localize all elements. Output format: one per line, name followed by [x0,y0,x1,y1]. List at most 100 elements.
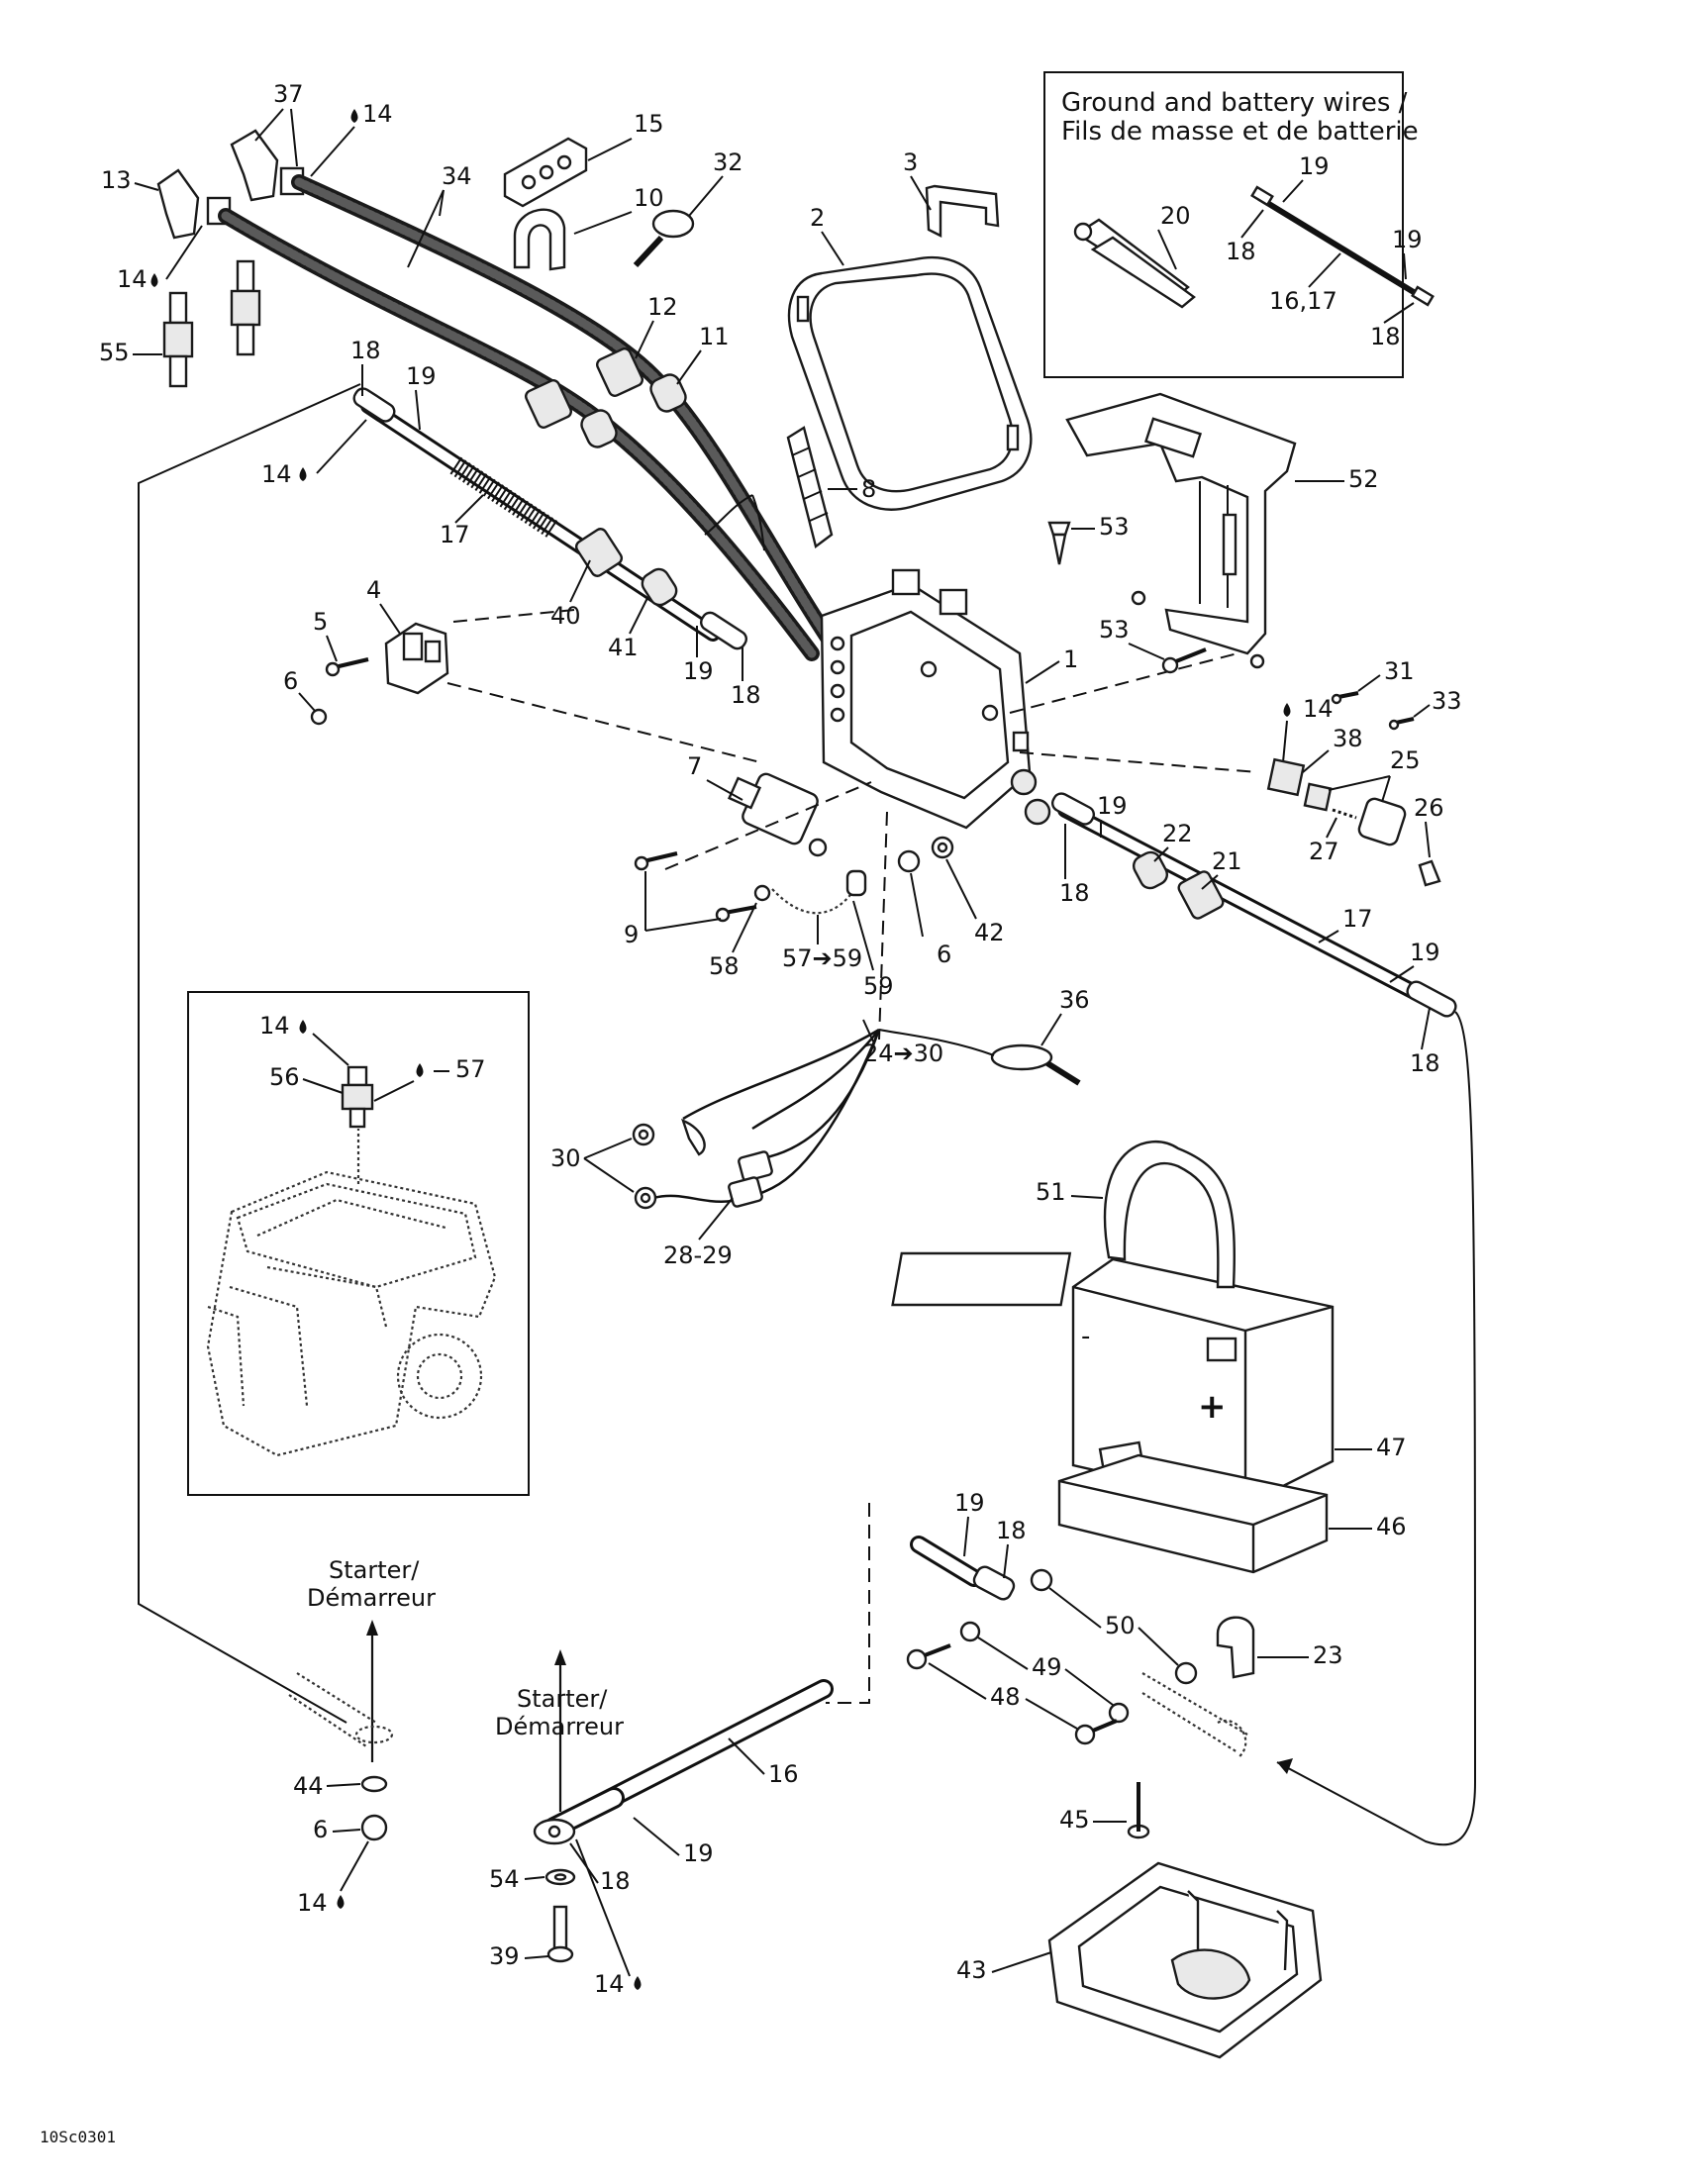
screw-53-upper [1047,521,1071,565]
callout-38: 38 [1333,725,1363,752]
leader-25a [1328,775,1391,791]
leader-2 [821,231,844,266]
leader-49a [977,1637,1029,1670]
screws-9 [634,851,757,923]
wiring-harness-24 [632,1028,881,1210]
dash-7 [664,781,872,870]
leader-18-right-b [1421,1007,1431,1050]
lubricant-drop-icon [416,1063,424,1077]
leader-41 [629,597,648,635]
leader-19-inset-b [1403,252,1407,280]
leader-44 [326,1783,361,1787]
callout-56: 56 [269,1063,300,1091]
leader-13 [134,182,159,191]
washers-49 [959,1621,1130,1724]
nut-6-mid [897,849,921,873]
leader-14-engine [312,1033,349,1066]
leader-27 [1326,817,1337,839]
leader-14-left [165,225,203,280]
leader-59 [852,900,874,971]
washer-54 [544,1868,576,1886]
cable-clamp-10 [513,208,566,271]
callout-8: 8 [861,475,876,503]
leader-7 [706,779,743,801]
callout-32: 32 [713,149,743,176]
callout-37: 37 [273,80,304,108]
callout-1: 1 [1063,645,1078,673]
callout-54: 54 [489,1865,520,1893]
arrow-head-icon [1277,1758,1293,1774]
leader-24-30 [862,1019,874,1042]
leader-11 [676,349,702,385]
dash-lower-cable [826,1503,870,1704]
callout-28-29: 28-29 [663,1241,733,1269]
arrow-head-icon [554,1649,566,1665]
callout-44: 44 [293,1772,324,1800]
leader-9b [644,918,722,932]
callout-18-inset-b: 18 [1370,323,1401,350]
battery-tray-43 [1047,1861,1323,2059]
leader-30b [583,1157,635,1193]
leader-49b [1064,1668,1114,1706]
callout-19-upper-left: 19 [406,362,437,390]
callout-57-to-59: 57➔59 [782,944,862,972]
leader-22 [1153,846,1169,862]
leader-36 [1040,1013,1062,1046]
callout-18-right-a: 18 [1059,879,1090,907]
screw-53-lower [1161,647,1207,674]
spark-plug-cap-37 [230,129,279,202]
leader-57 [373,1080,415,1102]
leader-8-arrow2 [751,494,765,551]
leader-50b [1138,1627,1179,1666]
callout-11: 11 [699,323,730,350]
callout-19-lower-a: 19 [954,1489,985,1517]
callout-14-top: 14 [362,100,393,128]
callout-19-right-b: 19 [1410,939,1440,966]
callout-17-right: 17 [1342,905,1373,933]
callout-18-lower-a: 18 [996,1517,1027,1544]
callout-12: 12 [647,293,678,321]
callout-20: 20 [1160,202,1191,230]
lubricant-drop-icon [150,273,158,287]
callout-23: 23 [1313,1641,1343,1669]
lubricant-drop-icon [299,467,307,481]
callout-19-right-a: 19 [1097,792,1128,820]
leader-34a [407,189,445,268]
leader-42 [945,858,977,920]
screw-33 [1388,717,1415,731]
starter-cable-17-upper [352,387,748,650]
callout-7: 7 [687,752,702,780]
callout-14-lower-left: 14 [297,1889,328,1917]
washer-58 [753,884,771,902]
callout-58: 58 [709,952,740,980]
dash-4-box [446,682,761,763]
callout-34: 34 [442,162,472,190]
wire-route-right [1276,1011,1477,1846]
callout-55: 55 [99,339,130,366]
callout-5: 5 [313,608,328,636]
callout-48: 48 [990,1683,1021,1711]
pin-27 [1332,808,1357,820]
leader-4 [379,603,401,635]
leader-14-top [310,126,355,177]
callout-18-inset-a: 18 [1226,238,1256,265]
callout-19-inset-a: 19 [1299,152,1330,180]
callout-2: 2 [810,204,825,232]
leader-19-upper-left [415,389,421,431]
leader-30a [583,1138,633,1159]
leader-21 [1201,874,1219,890]
washer-44 [360,1775,388,1793]
leader-48b [1025,1698,1078,1730]
leader-16 [728,1737,765,1775]
lubricant-drop-icon [337,1895,345,1909]
callout-21: 21 [1212,847,1242,875]
starter-label-left-1: Starter/ [329,1556,420,1584]
nut-6-lower [360,1814,388,1841]
callout-41: 41 [608,634,639,661]
nut-6-upper [310,708,328,726]
leader-20 [1157,229,1177,270]
starter-solenoid-7 [727,772,828,857]
connector-59 [845,869,867,897]
callout-30: 30 [550,1144,581,1172]
